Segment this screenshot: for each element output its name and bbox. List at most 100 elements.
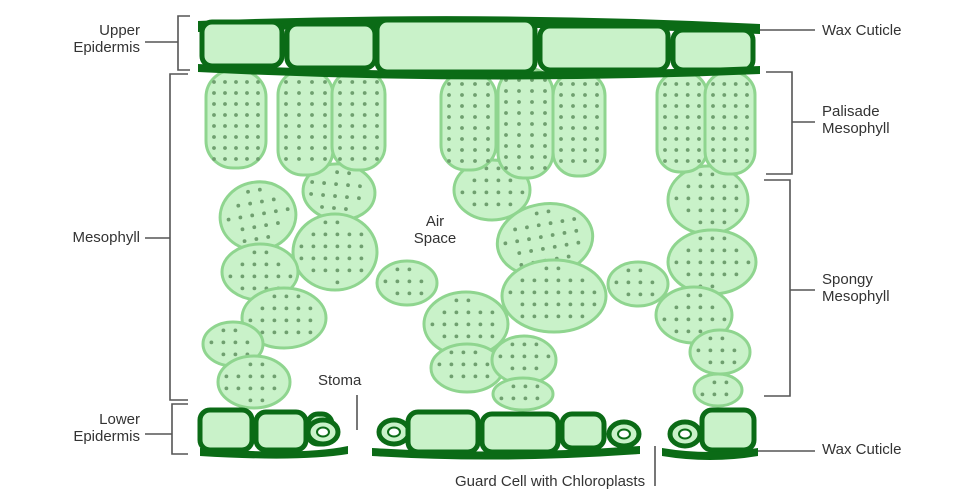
chloroplast [559,159,563,163]
chloroplast [581,303,585,307]
chloroplast [711,148,715,152]
palisade-cell [332,70,385,170]
chloroplast [245,80,249,84]
chloroplast [273,319,277,323]
palisade-bracket [766,72,792,174]
chloroplast [699,221,703,225]
chloroplast [261,363,265,367]
chloroplast [491,335,495,339]
wax-cuticle-top-text: Wax Cuticle [822,22,901,39]
chloroplast [229,275,233,279]
chloroplast [663,104,667,108]
chloroplast [511,355,515,359]
chloroplast [745,115,749,119]
chloroplast [323,91,327,95]
chloroplast [721,349,725,353]
chloroplast [581,279,585,283]
guard-cell [670,422,700,446]
chloroplast [223,157,227,161]
cell-wall [293,214,377,290]
chloroplast [348,245,352,249]
chloroplast [687,261,691,265]
chloroplast [212,124,216,128]
wax-cuticle-bottom-label: Wax Cuticle [822,441,901,458]
chloroplast [509,203,513,207]
chloroplast [699,209,703,213]
chloroplast [722,126,726,130]
chloroplast [627,281,631,285]
upper-epidermis-label-line1: Upper [40,22,140,39]
cell-wall [441,72,496,170]
chloroplast [310,91,314,95]
chloroplast [517,155,521,159]
chloroplast [473,191,477,195]
chloroplast [711,285,715,289]
chloroplast [686,93,690,97]
cell-wall [694,374,742,406]
chloroplast [277,275,281,279]
chloroplast [486,159,490,163]
chloroplast [310,113,314,117]
cell-wall [218,356,290,408]
chloroplast [733,361,737,365]
chloroplast [222,329,226,333]
chloroplast [521,279,525,283]
chloroplast [697,148,701,152]
chloroplast [297,319,301,323]
chloroplast [711,237,715,241]
chloroplast [697,349,701,353]
chloroplast [697,137,701,141]
chloroplast [674,137,678,141]
chloroplast [388,428,400,437]
chloroplast [686,126,690,130]
chloroplast [234,91,238,95]
chloroplast [595,104,599,108]
chloroplast [547,355,551,359]
chloroplast [497,203,501,207]
chloroplast [350,102,354,106]
chloroplast [711,273,715,277]
chloroplast [701,393,705,397]
epidermis-cell [408,412,478,452]
chloroplast [571,159,575,163]
epidermis-cell [702,410,754,450]
chloroplast [310,80,314,84]
chloroplast [639,269,643,273]
chloroplast [323,124,327,128]
chloroplast [285,307,289,311]
chloroplast [297,102,301,106]
chloroplast [396,268,400,272]
chloroplast [583,115,587,119]
chloroplast [273,295,277,299]
chloroplast [699,318,703,322]
chloroplast [543,111,547,115]
chloroplast [530,100,534,104]
chloroplast [734,137,738,141]
chloroplast [663,93,667,97]
guard-cell-label: Guard Cell with Chloroplasts [455,473,645,490]
upper-epidermis-layer [198,16,760,79]
chloroplast [530,144,534,148]
chloroplast [723,273,727,277]
chloroplast [745,104,749,108]
chloroplast [360,245,364,249]
spongy-cell [218,356,290,408]
chloroplast [473,203,477,207]
chloroplast [687,318,691,322]
lower-epidermis-label-line2: Epidermis [40,428,140,445]
epidermis-cell [482,414,558,452]
chloroplast [557,267,561,271]
chloroplast [713,393,717,397]
chloroplast [348,257,352,261]
chloroplast [521,303,525,307]
chloroplast [450,375,454,379]
chloroplast [234,341,238,345]
lower-epidermis-layer [200,410,758,460]
chloroplast [486,82,490,86]
chloroplast [479,335,483,339]
chloroplast [734,159,738,163]
chloroplast [350,124,354,128]
chloroplast [535,355,539,359]
chloroplast [474,363,478,367]
chloroplast [249,399,253,403]
